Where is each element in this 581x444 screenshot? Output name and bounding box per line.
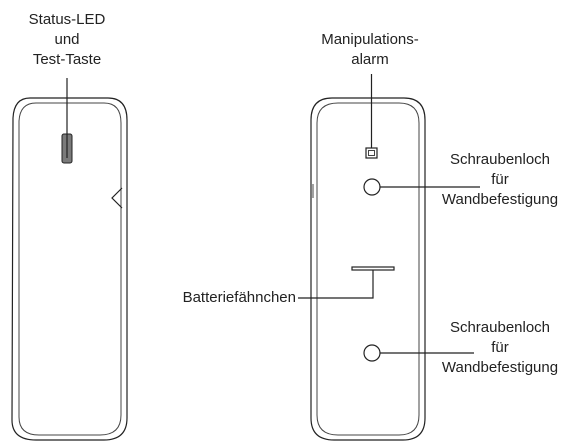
label-tamper-alarm: Manipulations- alarm (300, 30, 440, 70)
label-battery-tab-text: Batteriefähnchen (182, 289, 296, 306)
label-tamper-alarm-line2: alarm (351, 51, 389, 68)
label-status-led: Status-LED und Test-Taste (7, 10, 127, 70)
tamper-switch-inner (368, 150, 375, 156)
label-battery-tab: Batteriefähnchen (144, 288, 296, 308)
device-back-view (298, 74, 480, 441)
label-status-led-line2: und (54, 31, 80, 48)
label-screw-hole-upper-line3: Wandbefestigung (441, 191, 559, 208)
device-back-body-outline (310, 97, 426, 441)
device-front-view (11, 78, 128, 441)
label-status-led-line3: Test-Taste (32, 51, 102, 68)
label-screw-hole-lower: Schraubenloch für Wandbefestigung (420, 318, 580, 378)
label-screw-hole-upper: Schraubenloch für Wandbefestigung (420, 150, 580, 210)
screw-hole-upper (363, 178, 381, 196)
battery-tab-slot (351, 266, 395, 271)
label-screw-hole-upper-line1: Schraubenloch (449, 151, 551, 168)
label-screw-hole-lower-line2: für (491, 339, 509, 356)
label-screw-hole-lower-line3: Wandbefestigung (441, 359, 559, 376)
label-screw-hole-lower-line1: Schraubenloch (449, 319, 551, 336)
tamper-switch-outer (365, 147, 378, 159)
label-tamper-alarm-line1: Manipulations- (321, 31, 419, 48)
device-front-side-notch (111, 187, 123, 209)
label-screw-hole-upper-line2: für (491, 171, 509, 188)
device-front-inner-outline (18, 102, 122, 436)
screw-hole-lower (363, 344, 381, 362)
device-front-body-outline (11, 97, 128, 441)
battery-tab-leader-line (298, 270, 374, 299)
device-back-inner-outline (316, 102, 420, 436)
label-status-led-line1: Status-LED (28, 11, 106, 28)
